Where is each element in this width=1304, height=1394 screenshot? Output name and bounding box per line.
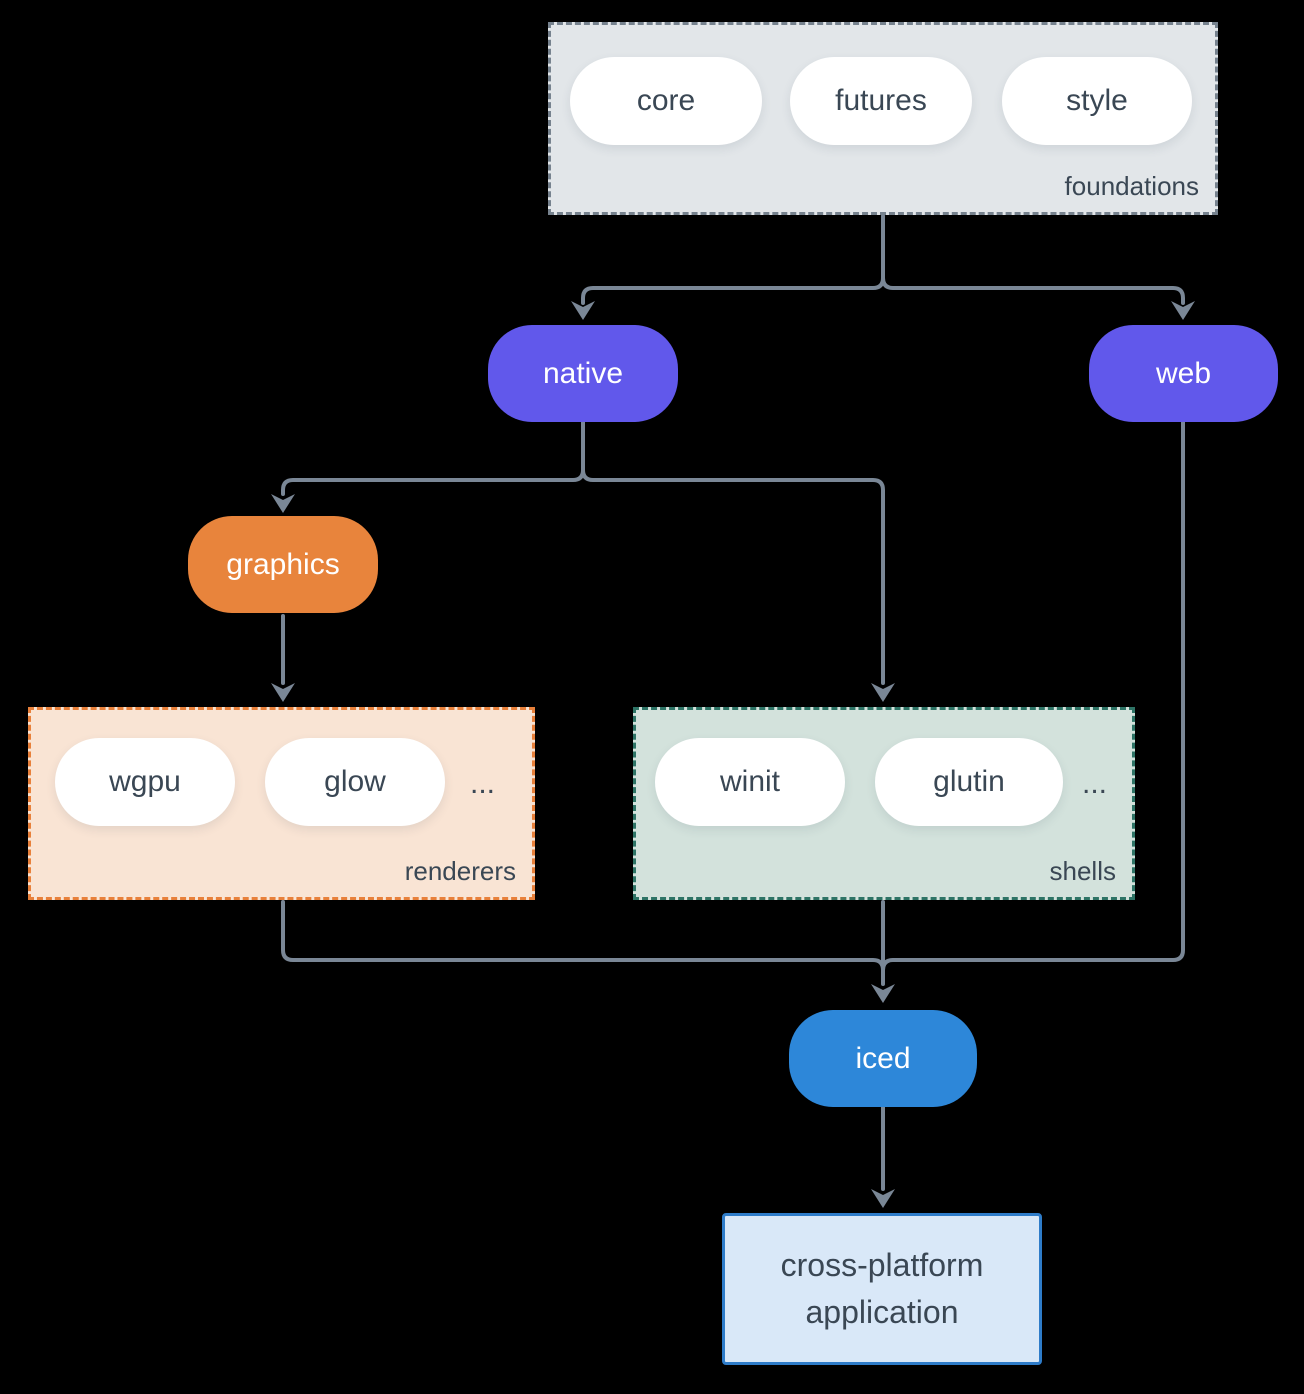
connector-native-graphics [281,420,585,496]
connector-native-shells [581,468,885,685]
arrowhead-native [571,301,595,320]
arrowhead-graphics [271,494,295,513]
node-cross-platform-application: cross-platform application [722,1213,1042,1365]
node-futures: futures [790,57,972,145]
arrowhead-app [871,1189,895,1208]
node-glow: glow [265,738,445,826]
node-core: core [570,57,762,145]
app-label-line2: application [805,1294,959,1330]
group-label-renderers: renderers [404,856,516,886]
node-winit: winit [655,738,845,826]
group-renderers: wgpu glow ... renderers [28,707,535,900]
node-glutin: glutin [875,738,1063,826]
renderers-ellipsis: ... [470,767,496,800]
group-shells: winit glutin ... shells [633,707,1135,900]
arrowhead-shells [871,683,895,702]
shells-ellipsis: ... [1082,767,1108,800]
arrowhead-renderers [271,683,295,702]
node-web: web [1089,325,1278,422]
group-label-shells: shells [1049,856,1116,886]
connector-renderers-iced [281,900,885,972]
group-foundations: core futures style foundations [548,22,1218,215]
app-label-line1: cross-platform [780,1247,984,1283]
node-native: native [488,325,678,422]
group-label-foundations: foundations [1064,171,1199,201]
node-style: style [1002,57,1192,145]
node-iced: iced [789,1010,977,1107]
node-graphics: graphics [188,516,378,613]
arrowhead-iced [871,984,895,1003]
connector-foundations-web [881,276,1185,305]
connector-foundations-native [581,214,885,305]
node-wgpu: wgpu [55,738,235,826]
arrowhead-web [1171,301,1195,320]
